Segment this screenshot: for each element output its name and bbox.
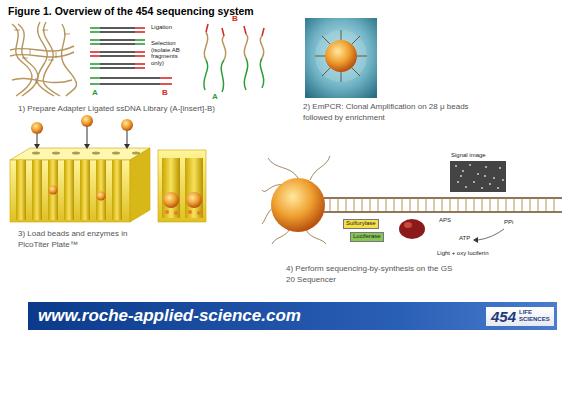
figure-title: Figure 1. Overview of the 454 sequencing… — [8, 5, 254, 17]
node-text: 454 — [491, 308, 516, 325]
company-logo: 454LIFE SCIENCES — [486, 307, 554, 326]
ssdna-strands — [204, 24, 264, 92]
adapter-label: A — [212, 92, 218, 101]
image-label: Signal image — [450, 152, 487, 159]
molecule-label: ATP — [458, 235, 471, 242]
panel-caption: 3) Load beads and enzymes in PicoTiter P… — [18, 229, 140, 251]
enzyme-label: Sulfurylase — [343, 219, 379, 229]
url-banner: www.roche-applied-science.com 454LIFE SCI… — [28, 302, 557, 330]
panel-caption: 2) EmPCR: Clonal Amplification on 28 μ b… — [303, 102, 475, 124]
adapter-label: A — [92, 88, 98, 97]
node-text: www.roche-applied-science.com — [38, 306, 301, 326]
enzyme-label: Luciferase — [350, 232, 384, 242]
molecule-label: APS — [438, 217, 452, 224]
adapter-label: B — [232, 14, 238, 23]
step-label: Ligation — [150, 24, 173, 31]
sequencing-chemistry — [262, 156, 562, 244]
molecule-label: PPi — [503, 219, 514, 226]
node-text: LIFE SCIENCES — [519, 309, 549, 322]
panel-caption: 1) Prepare Adapter Ligated ssDNA Library… — [18, 104, 298, 115]
adapter-label: B — [162, 88, 168, 97]
dna-tangle — [10, 22, 77, 96]
empcr-bead — [305, 18, 377, 98]
step-label: Selection (isolate AB fragments only) — [150, 40, 186, 66]
molecule-label: Light + oxy luciferin — [436, 250, 490, 257]
panel-caption: 4) Perform sequencing-by-synthesis on th… — [286, 264, 456, 286]
picotiter-plate — [10, 115, 206, 222]
